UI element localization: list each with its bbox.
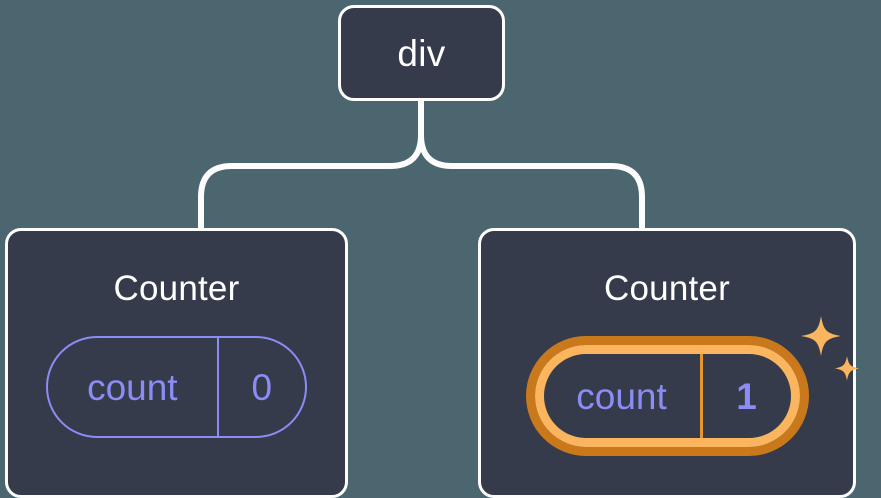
counter-right-state-pill[interactable]: count 1 — [534, 345, 800, 447]
tree-node-counter-left[interactable]: Counter count 0 — [5, 228, 348, 498]
counter-left-title: Counter — [113, 269, 240, 308]
counter-left-state-pill[interactable]: count 0 — [46, 336, 307, 438]
counter-right-state-value: 1 — [699, 354, 791, 438]
sparkle-small-icon — [834, 356, 859, 381]
counter-right-state-key: count — [576, 375, 667, 417]
counter-right-state-wrap: count 1 — [525, 316, 859, 456]
tree-node-root[interactable]: div — [338, 5, 505, 101]
counter-left-state-value: 0 — [216, 338, 305, 436]
tree-node-counter-right[interactable]: Counter count 1 — [478, 228, 859, 498]
counter-left-state-wrap: count 0 — [46, 336, 307, 438]
counter-right-title: Counter — [604, 269, 730, 308]
sparkle-large-icon — [800, 316, 841, 356]
root-node-label: div — [397, 32, 446, 74]
counter-left-state-key: count — [87, 366, 178, 408]
counter-right-highlight-ring: count 1 — [525, 336, 809, 456]
